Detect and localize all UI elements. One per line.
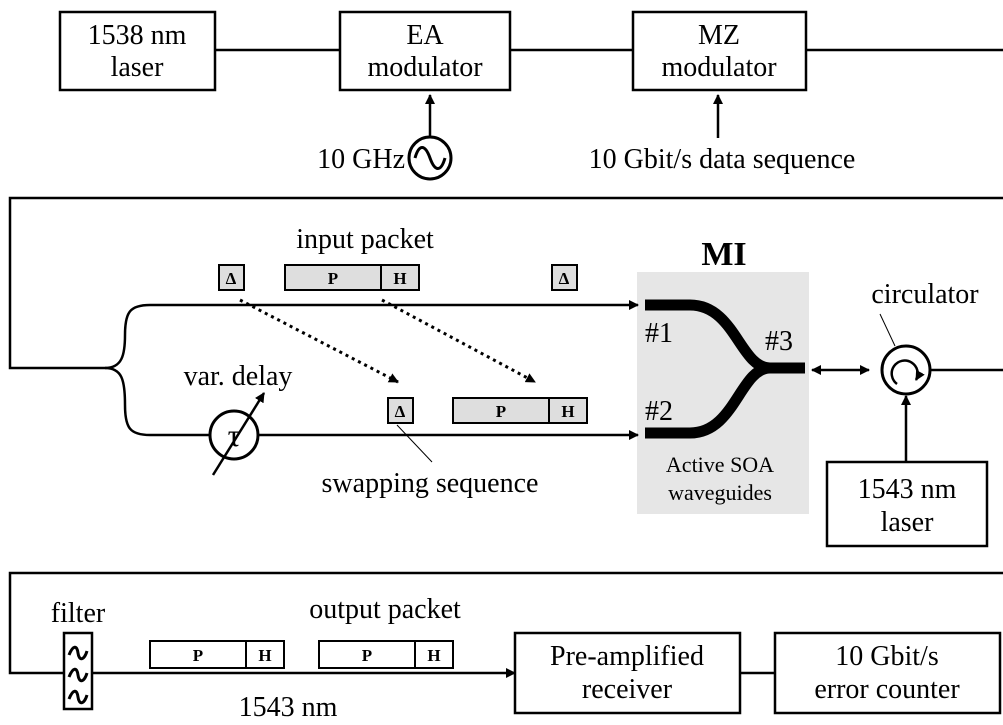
ea-line2: modulator — [367, 52, 483, 83]
input-payload-box — [284, 264, 382, 291]
sine-wave-icon — [413, 146, 447, 170]
circulator-icon — [880, 344, 932, 396]
swap-delta-box — [387, 397, 414, 424]
input-delta-symbol: Δ — [226, 269, 237, 288]
laser2-line2: laser — [881, 507, 935, 538]
input-delta-box — [218, 264, 245, 291]
out1-payload-text: P — [193, 646, 203, 665]
soa-label-line2: waveguides — [668, 480, 772, 505]
circulator-label: circulator — [871, 279, 979, 310]
header-mapping-arrow — [381, 298, 536, 384]
laser2-line1: 1543 nm — [858, 474, 957, 505]
bottom-row: filter output packet P H P H 1543 nm Pre… — [8, 571, 1003, 723]
laser-1543-box — [825, 460, 989, 548]
out2-payload-text: P — [362, 646, 372, 665]
swap-leader-line — [396, 424, 433, 463]
laser-1538-box — [58, 10, 217, 92]
mz-modulator-box — [631, 10, 808, 92]
port-2-label: #2 — [645, 396, 673, 427]
out2-header-box — [414, 640, 454, 669]
top-row: 1538 nm laser EA modulator MZ modulator … — [58, 10, 1003, 181]
fiber-feed — [8, 196, 1003, 370]
mi-title: MI — [701, 236, 746, 273]
filter-label: filter — [51, 598, 106, 629]
output-packet-label: output packet — [309, 594, 461, 625]
port-3-label: #3 — [765, 326, 793, 357]
swap-delta-symbol: Δ — [395, 402, 406, 421]
soa-waveguide-2 — [645, 362, 771, 439]
counter-line1: 10 Gbit/s — [835, 641, 938, 672]
fiber-output — [8, 571, 1003, 678]
input-packet-label: input packet — [296, 224, 434, 255]
error-counter-box — [773, 631, 1002, 715]
var-delay-label: var. delay — [184, 361, 293, 392]
mz-line2: modulator — [661, 52, 777, 83]
fiber-arm-2a — [104, 366, 210, 437]
mz-line1: MZ — [698, 20, 740, 51]
clock-label: 10 GHz — [317, 144, 405, 175]
input-payload-symbol: P — [328, 269, 338, 288]
circulator-arrow-icon — [890, 359, 925, 386]
input-delta-symbol-2: Δ — [559, 269, 570, 288]
middle-row: τ var. delay input packet Δ P H Δ Δ P H … — [8, 196, 1003, 548]
swapping-sequence-label: swapping sequence — [322, 468, 539, 499]
swap-header-symbol: H — [561, 402, 574, 421]
out2-header-text: H — [427, 646, 440, 665]
laser-1538-line2: laser — [111, 52, 165, 83]
port-1-label: #1 — [645, 318, 673, 349]
swap-payload-symbol: P — [496, 402, 506, 421]
receiver-line1: Pre-amplified — [550, 641, 704, 672]
circulator-leader — [879, 313, 896, 347]
ea-modulator-box — [338, 10, 512, 92]
receiver-line2: receiver — [582, 674, 673, 705]
out1-header-text: H — [258, 646, 271, 665]
swap-payload-box — [452, 397, 550, 424]
delay-adjust-arrow — [211, 392, 266, 476]
out1-payload-box — [149, 640, 247, 669]
wavelength-label: 1543 nm — [239, 692, 338, 723]
input-header-symbol: H — [393, 269, 406, 288]
laser-1538-line1: 1538 nm — [88, 20, 187, 51]
soa-label-line1: Active SOA — [666, 452, 774, 477]
swap-header-box — [548, 397, 588, 424]
input-delta-box-2 — [551, 264, 578, 291]
filter-wave-icon — [67, 645, 89, 705]
soa-background — [637, 272, 809, 514]
out1-header-box — [245, 640, 285, 669]
delta-mapping-arrow — [239, 298, 399, 384]
fiber-arm-1 — [104, 300, 639, 370]
ea-line1: EA — [406, 20, 444, 51]
input-header-box — [380, 264, 420, 291]
data-sequence-label: 10 Gbit/s data sequence — [589, 144, 856, 175]
counter-line2: error counter — [814, 674, 960, 705]
